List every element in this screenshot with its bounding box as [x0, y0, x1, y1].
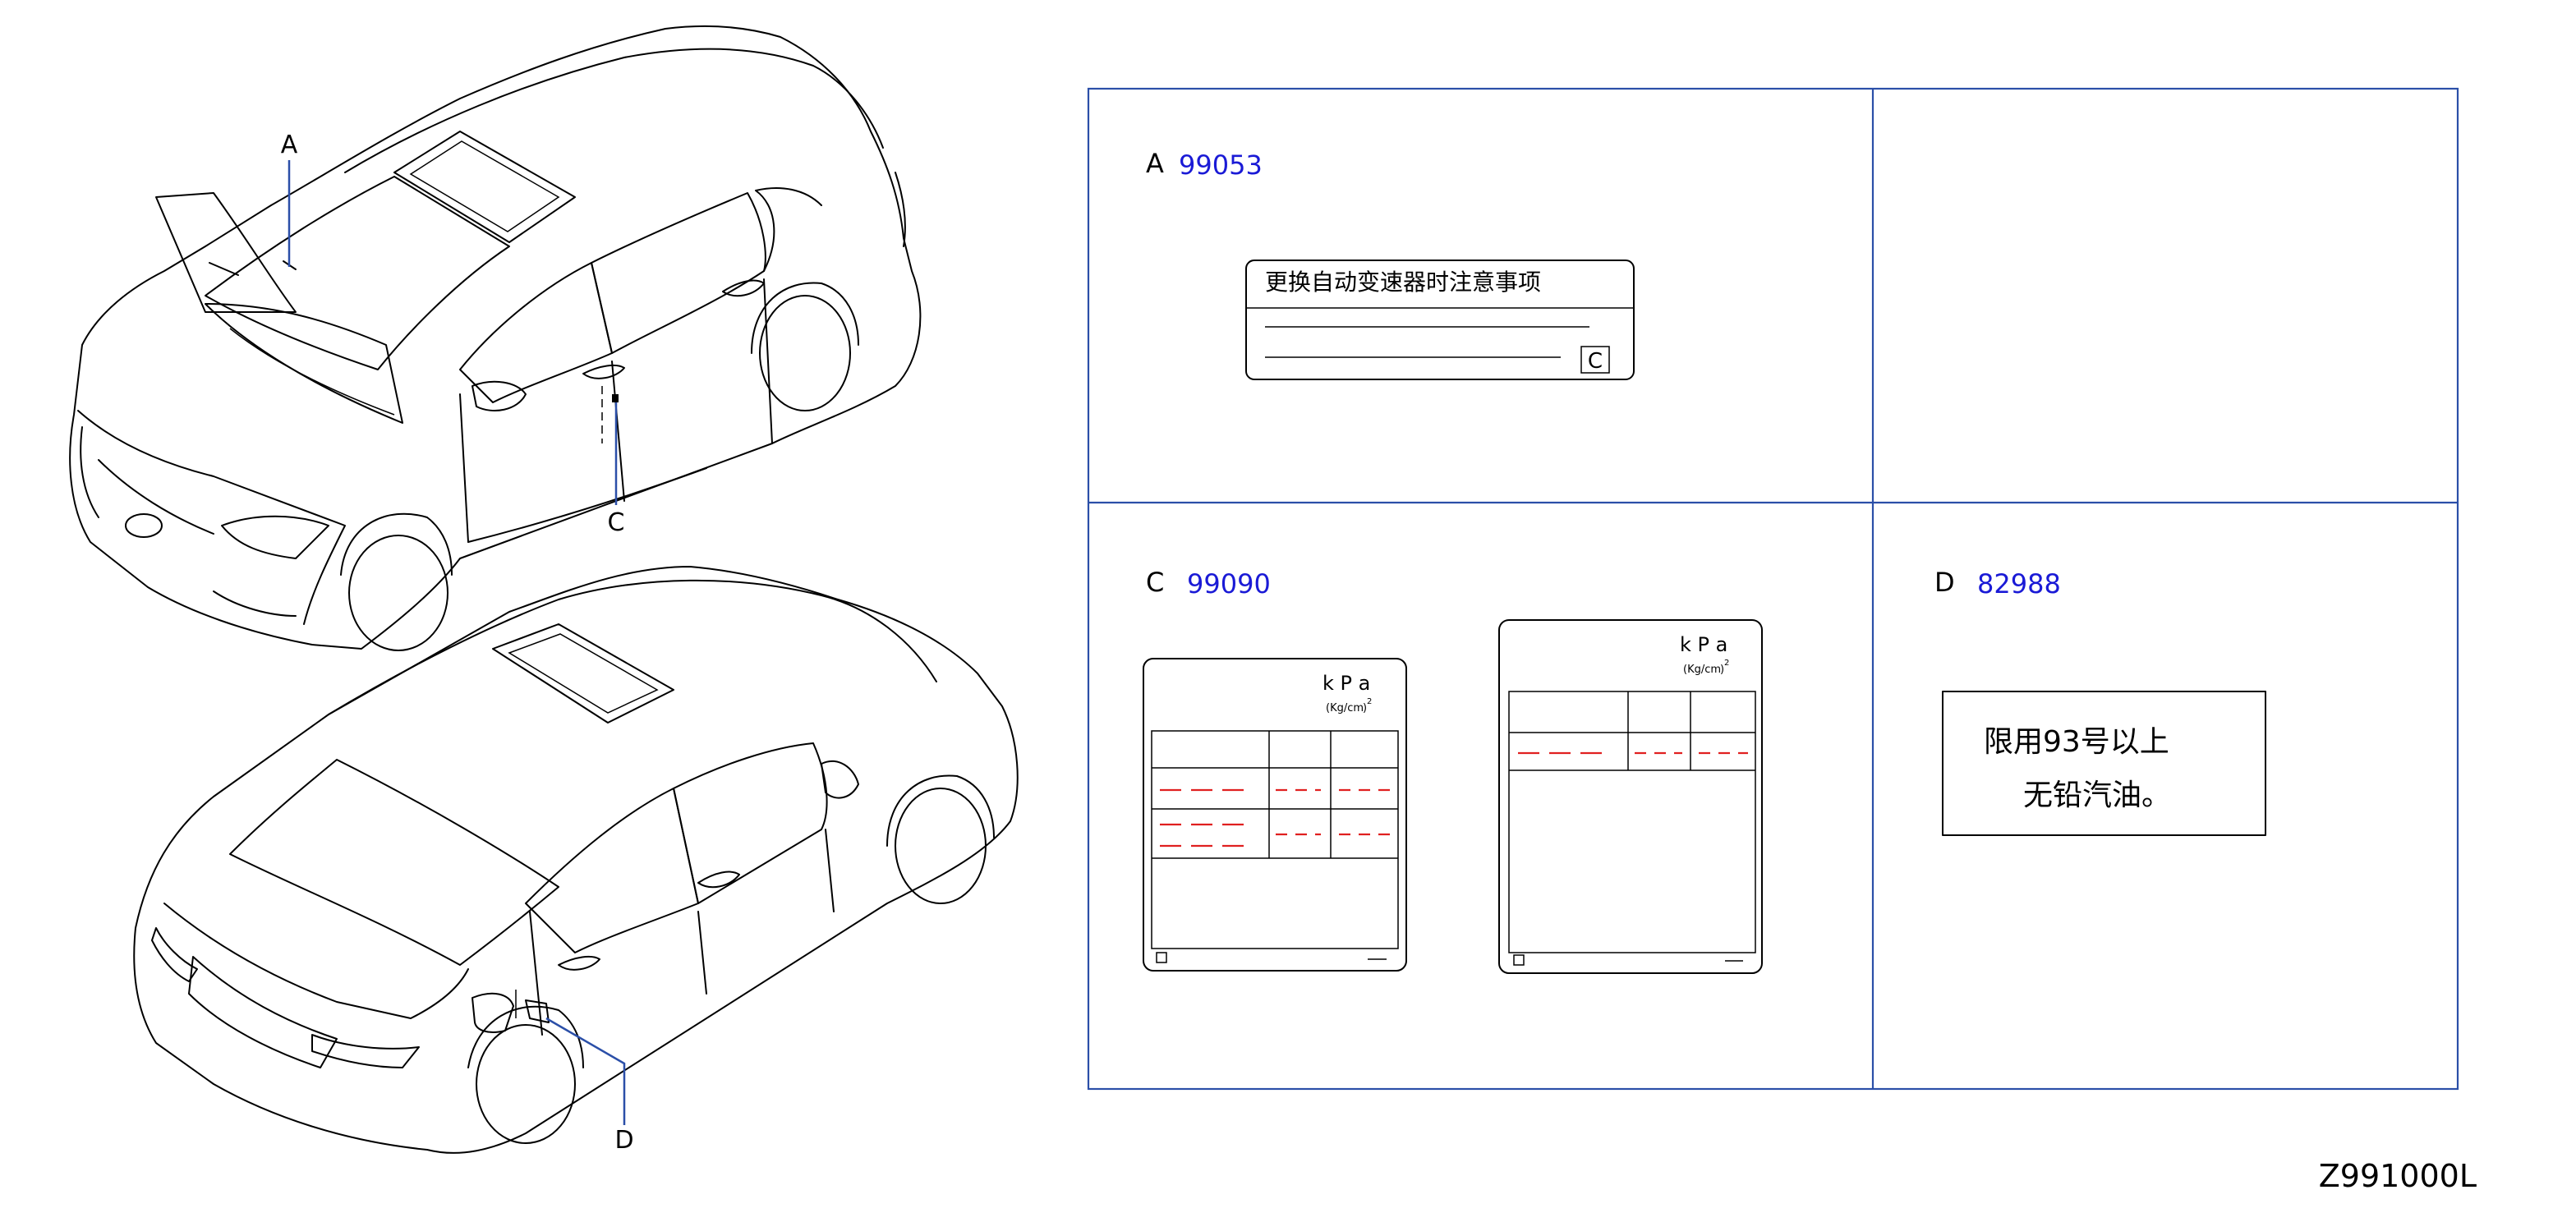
- placard-right-unit-sub: (Kg/cm: [1683, 664, 1721, 676]
- panel-c-part-number: 99090: [1187, 568, 1271, 600]
- placard-right-unit-sup: 2: [1724, 659, 1729, 668]
- tire-placard-right: k P a (Kg/cm ) 2: [1498, 619, 1763, 974]
- callout-d-label: D: [614, 1126, 633, 1155]
- panel-c: C 99090 k P a (Kg/cm ) 2: [1143, 567, 1763, 974]
- panel-a-part-number: 99053: [1179, 149, 1263, 181]
- label-a-sticker: [1245, 260, 1635, 380]
- placard-left-unit-sup: 2: [1367, 697, 1372, 706]
- placard-left-unit: k P a: [1322, 672, 1370, 695]
- placard-right-unit: k P a: [1680, 633, 1727, 656]
- panel-a-letter: A: [1146, 148, 1164, 179]
- label-d-sticker: [1942, 691, 2266, 836]
- leader-d: [545, 1017, 626, 1125]
- panel-d-letter: D: [1934, 567, 1955, 598]
- panel-c-letter: C: [1146, 567, 1164, 598]
- placard-right-unit-close: ): [1720, 664, 1724, 676]
- label-a-mark: C: [1588, 349, 1603, 374]
- panel-d: D 82988 限用93号以上 无铅汽油。: [1934, 567, 2266, 836]
- car-front-view: [69, 25, 922, 651]
- panel-a: A 99053 更换自动变速器时注意事项 C: [1146, 148, 1635, 380]
- tire-placard-left: k P a (Kg/cm ) 2: [1143, 658, 1407, 972]
- label-a-title: 更换自动变速器时注意事项: [1265, 269, 1541, 296]
- car-rear-view: [133, 566, 1019, 1154]
- drawing-id: Z991000L: [2319, 1158, 2477, 1194]
- placard-left-unit-close: ): [1363, 702, 1367, 714]
- callout-a-label: A: [281, 131, 298, 159]
- label-grid: [1087, 87, 2459, 1091]
- placard-left-unit-sub: (Kg/cm: [1326, 702, 1364, 714]
- label-d-line1: 限用93号以上: [1984, 725, 2169, 759]
- panel-d-part-number: 82988: [1977, 568, 2061, 600]
- callout-c-label: C: [608, 508, 625, 537]
- label-d-line2: 无铅汽油。: [2023, 779, 2171, 812]
